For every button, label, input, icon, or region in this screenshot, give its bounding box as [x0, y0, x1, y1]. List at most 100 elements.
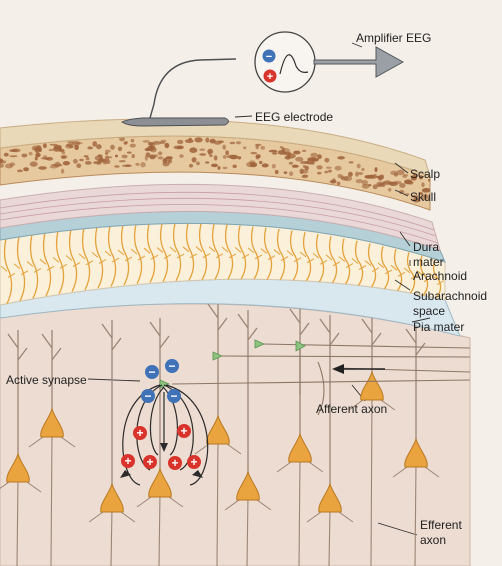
bone-fleck	[9, 155, 18, 158]
bone-fleck	[179, 154, 184, 158]
bone-fleck	[376, 175, 380, 179]
bone-fleck	[83, 155, 89, 158]
bone-fleck	[0, 158, 4, 164]
bone-fleck	[62, 161, 70, 166]
csf-vessel-branch	[52, 256, 68, 269]
skull-bone-texture	[0, 136, 430, 203]
bone-fleck	[225, 150, 230, 156]
bone-fleck	[243, 146, 247, 150]
bone-fleck	[388, 187, 392, 192]
csf-vessel-branch	[364, 260, 380, 273]
negative-charge: −	[141, 389, 155, 403]
bone-fleck	[38, 166, 47, 170]
apical-dendrite	[207, 303, 228, 432]
bone-fleck	[301, 149, 307, 153]
positive-charge: +	[133, 426, 147, 440]
bone-fleck	[84, 161, 92, 165]
basal-dendrite	[194, 443, 242, 455]
efferent-axon	[16, 477, 19, 566]
csf-vessel	[224, 224, 234, 280]
bone-fleck	[236, 141, 241, 145]
bone-fleck	[328, 169, 332, 173]
bone-fleck	[289, 171, 294, 177]
bone-fleck	[369, 174, 375, 177]
bone-fleck	[154, 154, 158, 158]
bone-fleck	[140, 162, 146, 168]
bone-fleck	[213, 155, 218, 161]
bone-fleck	[17, 169, 23, 173]
bone-fleck	[144, 155, 148, 161]
subarachnoid-space-label-line1: Subarachnoid	[413, 289, 487, 303]
csf-vessel-branch	[260, 248, 276, 261]
csf-vessel-branch	[221, 246, 237, 259]
csf-vessel-branch	[286, 250, 302, 263]
bone-fleck	[103, 161, 107, 165]
efferent-axon	[110, 507, 113, 566]
csf-vessel-branch	[117, 249, 133, 262]
bone-fleck	[283, 171, 288, 175]
csf-vessel	[198, 223, 208, 281]
efferent-axon	[158, 492, 161, 566]
bone-fleck	[58, 146, 62, 151]
bone-fleck	[258, 160, 263, 165]
bone-fleck	[123, 141, 128, 145]
bone-fleck	[164, 142, 170, 149]
csf-vessel-branch	[39, 258, 55, 271]
csf-vessel-branch	[299, 251, 315, 264]
bone-fleck	[304, 161, 309, 164]
bone-fleck	[177, 139, 184, 145]
basal-dendrite	[306, 511, 354, 523]
bone-fleck	[361, 167, 365, 172]
bone-fleck	[157, 151, 163, 156]
svg-text:+: +	[124, 454, 131, 468]
bone-fleck	[9, 162, 16, 167]
bone-fleck	[114, 165, 120, 168]
positive-charge: +	[177, 424, 191, 438]
bone-fleck	[129, 143, 136, 148]
bone-fleck	[274, 169, 279, 175]
csf-vessel	[237, 225, 247, 280]
csf-vessel	[393, 248, 403, 292]
bone-fleck	[93, 161, 101, 165]
bone-fleck	[372, 184, 378, 190]
bone-fleck	[188, 163, 194, 168]
bone-fleck	[317, 154, 322, 160]
arachnoid-label: Arachnoid	[413, 269, 467, 283]
bone-fleck	[21, 153, 28, 158]
csf-vessel	[133, 224, 143, 285]
bone-fleck	[281, 148, 291, 154]
csf-vessel	[120, 224, 130, 286]
efferent-axon	[246, 495, 249, 566]
csf-vessel-branch	[130, 248, 146, 261]
negative-charge: −	[145, 365, 159, 379]
csf-vessel-branch	[0, 265, 16, 278]
subarachnoid-space-label-line2: space	[413, 304, 445, 318]
csf-vessel	[250, 226, 260, 280]
basal-dendrite	[0, 481, 42, 493]
efferent-axon	[298, 457, 301, 566]
positive-charge: +	[121, 454, 135, 468]
efferent-axon	[50, 432, 53, 566]
bone-fleck	[121, 164, 130, 167]
apical-dendrite	[101, 320, 122, 500]
bone-fleck	[65, 144, 73, 149]
bone-fleck	[427, 178, 430, 182]
bone-fleck	[237, 156, 242, 160]
pyramidal-neuron-body	[236, 470, 260, 501]
csf-vessel	[419, 255, 429, 297]
bone-fleck	[229, 154, 239, 160]
csf-vessel-branch	[273, 249, 289, 261]
svg-text:+: +	[180, 424, 187, 438]
bone-fleck	[348, 171, 353, 177]
csf-vessel	[211, 223, 221, 280]
bone-fleck	[261, 163, 269, 168]
basal-dendrite	[88, 511, 136, 523]
layer-leader-lines	[87, 162, 431, 536]
bone-fleck	[222, 166, 228, 170]
csf-vessel	[3, 238, 13, 304]
csf-vessel	[16, 236, 26, 302]
csf-vessel-branch	[182, 246, 198, 259]
csf-vessel	[55, 230, 65, 295]
bone-fleck	[205, 137, 210, 143]
csf-vessel	[185, 223, 195, 281]
